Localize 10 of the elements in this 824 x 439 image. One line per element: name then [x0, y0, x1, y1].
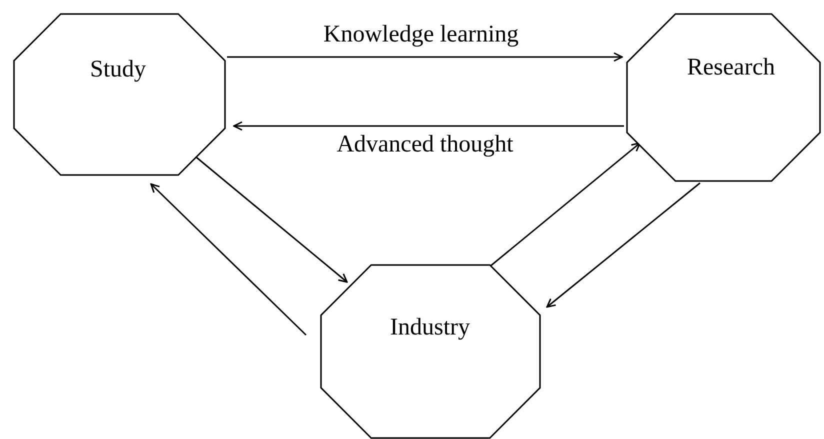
- node-label: Industry: [390, 314, 470, 342]
- arrow: [546, 182, 700, 308]
- arrow: [150, 183, 307, 336]
- arrow: [196, 156, 348, 283]
- arrow: [233, 121, 624, 131]
- edge-label: Knowledge learning: [321, 22, 521, 48]
- arrow: [227, 52, 623, 62]
- node-label: Research: [687, 54, 775, 82]
- node-label: Study: [90, 56, 146, 84]
- edge-label: Advanced thought: [334, 132, 516, 158]
